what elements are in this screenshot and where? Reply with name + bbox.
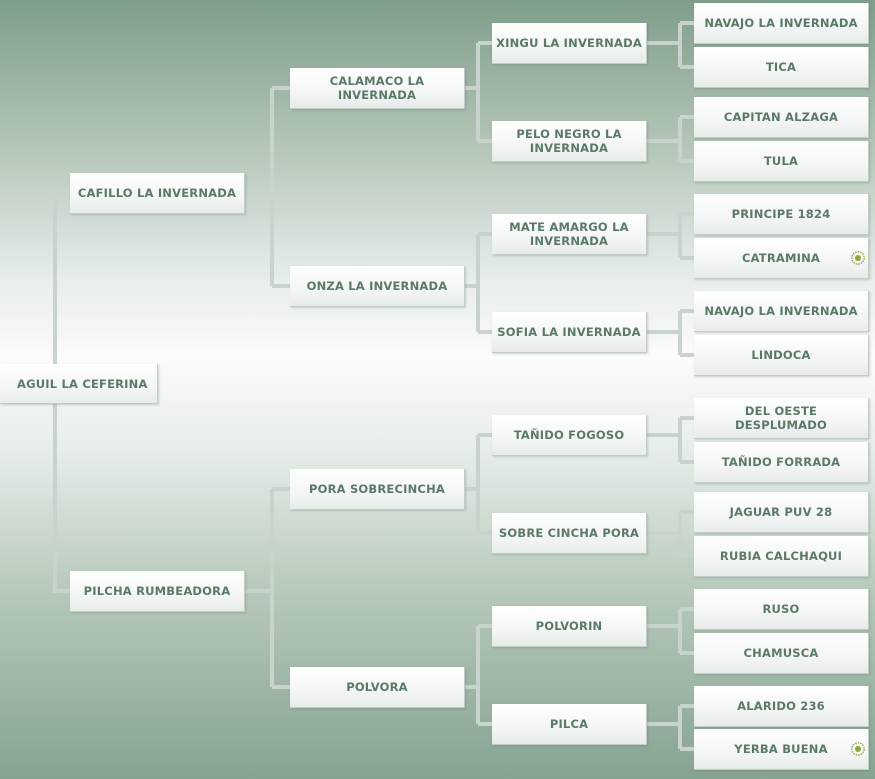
horse-name: RUSO (762, 602, 800, 616)
horse-name: RUBIA CALCHAQUI (719, 549, 843, 563)
horse-name: LINDOCA (751, 348, 811, 362)
connector-line (647, 212, 694, 260)
connector-line (647, 416, 694, 464)
horse-name: SOFIA LA INVERNADA (497, 325, 641, 339)
horse-name: PILCHA RUMBEADORA (83, 584, 231, 598)
horse-name: PORA SOBRECINCHA (308, 482, 445, 496)
pedigree-node[interactable]: CAFILLO LA INVERNADA (70, 173, 245, 214)
connector-line (53, 191, 70, 593)
pedigree-node[interactable]: RUSO (694, 589, 869, 630)
pedigree-node[interactable]: PRINCIPE 1824 (694, 194, 869, 235)
horse-name: TAÑIDO FOGOSO (513, 428, 625, 442)
pedigree-node[interactable]: YERBA BUENA (694, 729, 869, 770)
connector-line (647, 704, 694, 751)
horse-name: CALAMACO LA INVERNADA (329, 74, 425, 102)
horse-name: CAFILLO LA INVERNADA (77, 186, 237, 200)
connector-line (465, 232, 492, 334)
pedigree-node[interactable]: CATRAMINA (694, 238, 869, 279)
pedigree-node[interactable]: NAVAJO LA INVERNADA (694, 3, 869, 44)
connector-line (465, 624, 492, 726)
pedigree-node[interactable]: TICA (694, 47, 869, 88)
horse-name: SOBRE CINCHA PORA (498, 526, 640, 540)
rosette-icon (851, 251, 865, 265)
connector-line (647, 309, 694, 357)
pedigree-node[interactable]: LINDOCA (694, 335, 869, 376)
pedigree-node[interactable]: CALAMACO LA INVERNADA (290, 68, 465, 109)
horse-name: PRINCIPE 1824 (731, 207, 831, 221)
horse-name: DEL OESTE DESPLUMADO (734, 404, 828, 432)
pedigree-node[interactable]: POLVORA (290, 667, 465, 708)
horse-name: CAPITAN ALZAGA (723, 110, 839, 124)
horse-name: PILCA (549, 717, 589, 731)
horse-name: ALARIDO 236 (737, 699, 825, 713)
pedigree-node[interactable]: ONZA LA INVERNADA (290, 266, 465, 307)
horse-name: NAVAJO LA INVERNADA (704, 16, 858, 30)
horse-name: TULA (763, 154, 799, 168)
horse-name: TICA (765, 60, 797, 74)
pedigree-node[interactable]: CAPITAN ALZAGA (694, 97, 869, 138)
pedigree-node[interactable]: TAÑIDO FORRADA (694, 442, 869, 483)
horse-name: CATRAMINA (741, 251, 821, 265)
pedigree-node[interactable]: XINGU LA INVERNADA (492, 23, 647, 64)
connector-line (245, 487, 290, 689)
horse-name: POLVORA (346, 680, 408, 694)
pedigree-node[interactable]: JAGUAR PUV 28 (694, 492, 869, 533)
horse-name: CHAMUSCA (743, 646, 819, 660)
horse-name: YERBA BUENA (734, 742, 828, 756)
horse-name: PELO NEGRO LA INVERNADA (516, 127, 622, 155)
pedigree-node[interactable]: RUBIA CALCHAQUI (694, 536, 869, 577)
horse-name: AGUIL LA CEFERINA (17, 376, 148, 391)
horse-name: XINGU LA INVERNADA (496, 36, 642, 50)
connector-line (465, 41, 492, 143)
rosette-icon (851, 742, 865, 756)
connector-line (647, 115, 694, 163)
pedigree-node[interactable]: PELO NEGRO LA INVERNADA (492, 121, 647, 162)
connector-line (647, 607, 694, 655)
pedigree-node[interactable]: DEL OESTE DESPLUMADO (694, 398, 869, 439)
horse-name: JAGUAR PUV 28 (729, 505, 833, 519)
pedigree-node[interactable]: CHAMUSCA (694, 633, 869, 674)
connector-line (245, 86, 290, 288)
horse-name: MATE AMARGO LA INVERNADA (509, 220, 629, 248)
pedigree-node[interactable]: MATE AMARGO LA INVERNADA (492, 214, 647, 255)
pedigree-node[interactable]: PILCHA RUMBEADORA (70, 571, 245, 612)
pedigree-node[interactable]: AGUIL LA CEFERINA (0, 364, 158, 404)
pedigree-node[interactable]: POLVORIN (492, 606, 647, 647)
horse-name: TAÑIDO FORRADA (721, 455, 841, 469)
pedigree-node[interactable]: PORA SOBRECINCHA (290, 469, 465, 510)
pedigree-node[interactable]: TULA (694, 141, 869, 182)
horse-name: NAVAJO LA INVERNADA (704, 304, 858, 318)
connector-line (647, 510, 694, 558)
pedigree-node[interactable]: PILCA (492, 704, 647, 745)
pedigree-node[interactable]: SOBRE CINCHA PORA (492, 513, 647, 554)
pedigree-node[interactable]: NAVAJO LA INVERNADA (694, 291, 869, 332)
horse-name: POLVORIN (535, 619, 603, 633)
connector-line (465, 433, 492, 535)
horse-name: ONZA LA INVERNADA (306, 279, 448, 293)
pedigree-node[interactable]: ALARIDO 236 (694, 686, 869, 727)
pedigree-node[interactable]: SOFIA LA INVERNADA (492, 312, 647, 353)
connector-line (647, 21, 694, 69)
pedigree-node[interactable]: TAÑIDO FOGOSO (492, 415, 647, 456)
